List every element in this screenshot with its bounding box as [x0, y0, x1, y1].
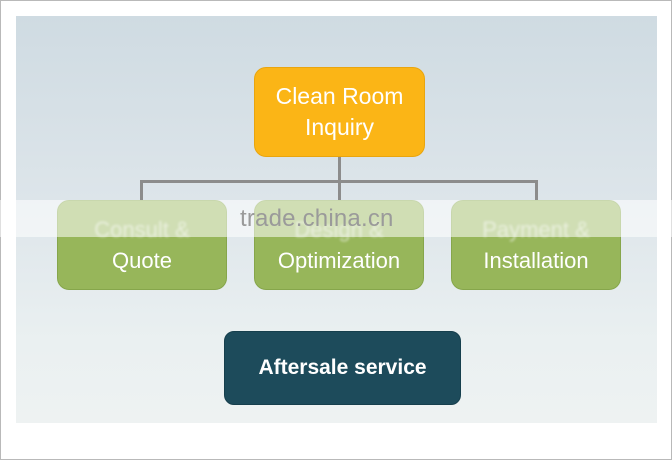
node-clean-room-inquiry-line1: Clean Room [275, 83, 404, 109]
node-clean-room-inquiry-line2: Inquiry [304, 114, 375, 140]
connector-trunk [338, 157, 341, 181]
node-design-optimization-line2: Optimization [277, 248, 401, 273]
node-consult-quote-line2: Quote [112, 248, 172, 273]
node-aftersale-service-label: Aftersale service [258, 356, 427, 379]
node-payment-installation-line2: Installation [483, 248, 589, 273]
node-clean-room-inquiry: Clean Room Inquiry [254, 67, 425, 157]
connector-left [140, 180, 143, 202]
node-aftersale-service: Aftersale service [224, 331, 461, 405]
connector-center [338, 180, 341, 202]
watermark-band [0, 200, 672, 237]
connector-right [535, 180, 538, 202]
watermark-text: trade.china.cn [240, 205, 394, 232]
